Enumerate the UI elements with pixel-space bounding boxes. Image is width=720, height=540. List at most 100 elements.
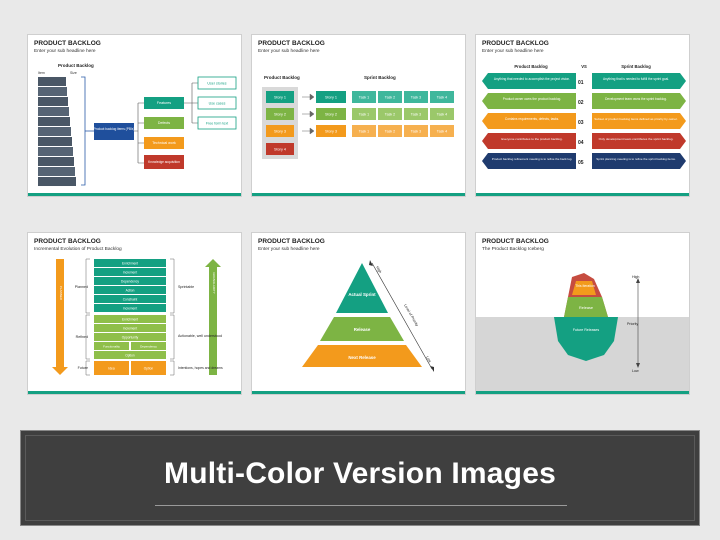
svg-text:Dependency: Dependency [121, 280, 139, 284]
svg-text:Task 2: Task 2 [385, 96, 395, 100]
sprint-story-3: Story 3 [325, 130, 337, 134]
slide-thumbnail-3[interactable]: PRODUCT BACKLOG Enter your sub headline … [475, 34, 690, 197]
svg-text:Increment: Increment [123, 271, 137, 275]
slide-thumbnail-2[interactable]: PRODUCT BACKLOG Enter your sub headline … [251, 34, 466, 197]
center-box: Product backlog items (PBIs) [93, 127, 134, 131]
svg-text:Intentions, hopes and dreams: Intentions, hopes and dreams [178, 366, 223, 370]
svg-text:Only development team contribu: Only development team contributes the sp… [599, 137, 674, 141]
svg-text:Task 1: Task 1 [359, 113, 369, 117]
svg-text:Anything that is needed to ful: Anything that is needed to fulfill the s… [603, 77, 669, 81]
svg-text:Task 4: Task 4 [437, 130, 447, 134]
iceberg-diagram: This Iteration Release Future Releases H… [476, 273, 689, 393]
svg-text:Actionable, well understood: Actionable, well understood [178, 334, 222, 338]
slide-thumbnail-6[interactable]: PRODUCT BACKLOG The Product Backlog Iceb… [475, 232, 690, 395]
layer-future: Future Releases [573, 328, 600, 332]
svg-text:Task 2: Task 2 [385, 113, 395, 117]
story-4: Story 4 [274, 148, 286, 152]
svg-text:04: 04 [578, 140, 584, 146]
branch-knowledge: Knowledge acquisition [148, 160, 180, 164]
leaf-use-cases: Use cases [209, 102, 226, 106]
banner-divider [155, 505, 567, 506]
evolution-diagram: PLANNED GRANULARITY Planned Refined Futu… [52, 258, 223, 376]
svg-text:Option: Option [125, 354, 135, 358]
axis-low: Low [632, 369, 639, 373]
axis-high: High [375, 266, 382, 274]
comparison-diagram: Product Backlog VS Sprint Backlog 01 Any… [482, 64, 686, 169]
svg-text:Sprint planning meeting is to: Sprint planning meeting is to refine the… [596, 157, 676, 161]
svg-text:Product owner owns the product: Product owner owns the product backlog. [503, 97, 562, 101]
leaf-user-stories: User stories [207, 82, 226, 86]
axis-label: Level of Priority [403, 304, 419, 328]
svg-text:Refined: Refined [76, 335, 88, 339]
svg-text:Task 3: Task 3 [411, 113, 421, 117]
svg-text:Task 2: Task 2 [385, 130, 395, 134]
priority-pyramid: Actual Sprint Release Next Release High … [302, 260, 434, 372]
leaf-free-form: Free form text [206, 122, 228, 126]
slide-subtitle: Incremental Evolution of Product Backlog [34, 247, 122, 252]
slide-bottom-rule [252, 391, 465, 394]
svg-text:Increment: Increment [123, 307, 137, 311]
slide-title: PRODUCT BACKLOG [34, 40, 101, 47]
row-5: 05 Product backlog refinement meeting is… [482, 153, 686, 169]
svg-text:Everyone contributes to the pr: Everyone contributes to the product back… [501, 137, 562, 141]
svg-text:Task 4: Task 4 [437, 113, 447, 117]
banner-title: Multi-Color Version Images [164, 457, 556, 490]
svg-text:05: 05 [578, 160, 584, 166]
svg-text:Subset of product backlog item: Subset of product backlog items defined … [594, 117, 678, 121]
svg-text:Product backlog refinement mee: Product backlog refinement meeting is to… [492, 157, 573, 161]
svg-text:Development team owns the spri: Development team owns the sprint backlog… [605, 97, 667, 101]
slide-title: PRODUCT BACKLOG [258, 40, 325, 47]
banner-frame [25, 435, 695, 521]
branch-features: Features [157, 101, 171, 105]
col-item: Item [38, 71, 45, 75]
layer-release: Release [579, 306, 593, 310]
server-stack [38, 77, 76, 186]
svg-text:Idea: Idea [108, 367, 114, 371]
svg-text:Enrichment: Enrichment [122, 318, 138, 322]
svg-text:Contains requirements, defects: Contains requirements, defects, tasks. [505, 117, 559, 121]
footer-banner: Multi-Color Version Images [20, 430, 700, 526]
layer-this-iteration: This Iteration [575, 284, 595, 288]
granularity-arrow-label: GRANULARITY [212, 272, 216, 293]
slide-subtitle: Enter your sub headline here [482, 49, 544, 54]
story-3: Story 3 [274, 130, 286, 134]
svg-text:01: 01 [578, 80, 584, 86]
svg-text:03: 03 [578, 120, 584, 126]
level-release: Release [354, 327, 371, 332]
svg-text:Task 3: Task 3 [411, 130, 421, 134]
vs-label: VS [581, 64, 587, 69]
row-3: 03 Contains requirements, defects, tasks… [482, 113, 686, 129]
slide-thumbnail-4[interactable]: PRODUCT BACKLOG Incremental Evolution of… [27, 232, 242, 395]
svg-text:Action: Action [126, 289, 135, 293]
svg-text:02: 02 [578, 100, 584, 106]
sprint-story-1: Story 1 [325, 96, 337, 100]
svg-text:Constraint: Constraint [123, 298, 138, 302]
backlog-diagram: Product Backlog Item Size Product backlo… [38, 63, 237, 186]
story-2: Story 2 [274, 113, 286, 117]
level-actual-sprint: Actual Sprint [348, 292, 376, 297]
slide-subtitle: Enter your sub headline here [258, 247, 320, 252]
slide-thumbnail-1[interactable]: PRODUCT BACKLOG Enter your sub headline … [27, 34, 242, 197]
row-2: 02 Product owner owns the product backlo… [482, 93, 686, 109]
left-heading: Product Backlog [264, 75, 300, 80]
slide-thumbnail-5[interactable]: PRODUCT BACKLOG Enter your sub headline … [251, 232, 466, 395]
slide-subtitle: The Product Backlog Iceberg [482, 247, 544, 252]
svg-text:Enrichment: Enrichment [122, 262, 138, 266]
slide-bottom-rule [252, 193, 465, 196]
row-1: 01 Anything that needed to accomplish th… [482, 73, 686, 89]
slide-bottom-rule [476, 193, 689, 196]
svg-text:Future: Future [78, 366, 88, 370]
svg-text:Planned: Planned [75, 285, 88, 289]
col-size: Size [70, 71, 77, 75]
story-1: Story 1 [274, 96, 286, 100]
row-4: 04 Everyone contributes to the product b… [482, 133, 686, 149]
slide-bottom-rule [28, 193, 241, 196]
axis-high: High [632, 275, 639, 279]
svg-text:Sprintable: Sprintable [178, 285, 194, 289]
right-heading: Sprint Backlog [621, 64, 651, 69]
diagram-heading: Product Backlog [58, 63, 94, 68]
sprint-flow-diagram: Product Backlog Sprint Backlog Story 1 S… [262, 75, 454, 159]
left-heading: Product Backlog [514, 64, 548, 69]
svg-text:Dependency: Dependency [140, 345, 157, 349]
